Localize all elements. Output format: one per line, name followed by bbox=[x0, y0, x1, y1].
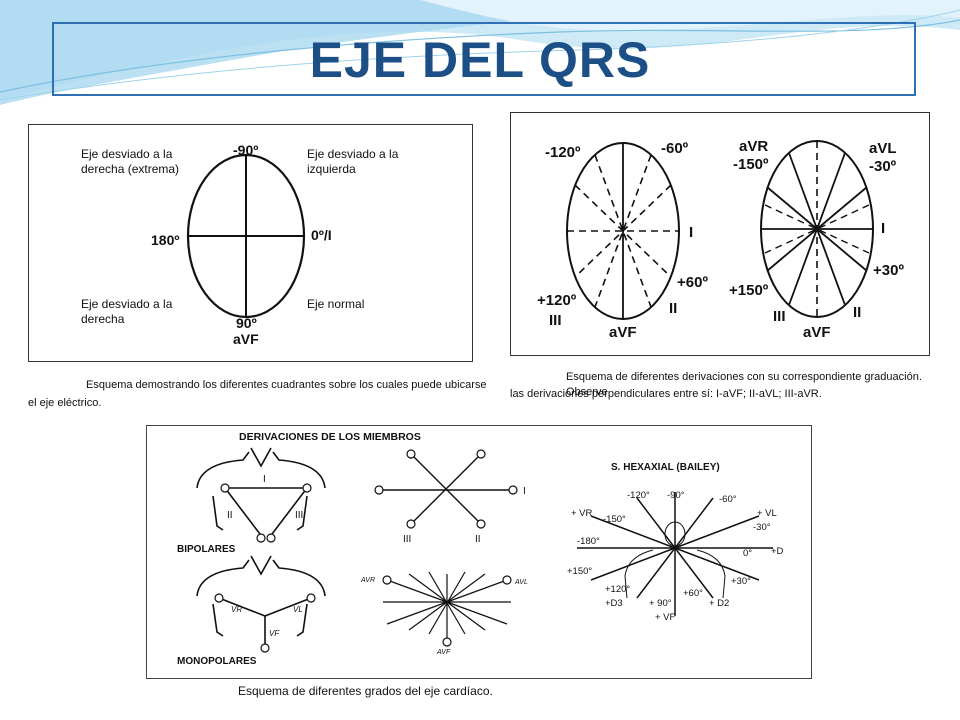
monopolar-torso-outline bbox=[196, 555, 326, 648]
hex-plus-d: +D bbox=[771, 546, 784, 557]
hex-0: 0° bbox=[743, 548, 752, 559]
label-plus-30: +30º bbox=[873, 262, 904, 279]
mono-label-vr: VR bbox=[231, 605, 242, 614]
leads-graduation-diagram: -120º -60º I +60º +120º III II aVF aVR -… bbox=[537, 138, 904, 341]
hex-minus-150: -150° bbox=[603, 514, 626, 525]
hex-minus-60: -60° bbox=[719, 494, 737, 505]
quadrant-diagram-panel: -90º 180º 0º/I 90º aVF Eje desviado a la… bbox=[28, 124, 473, 362]
label-plus-120: +120º bbox=[537, 292, 577, 309]
label-minus-120: -120º bbox=[545, 144, 581, 161]
quadrant-text-top-left: Eje desviado a la derecha (extrema) bbox=[81, 147, 180, 176]
hex-plus-30: +30° bbox=[731, 576, 751, 587]
label-avf: aVF bbox=[233, 331, 259, 347]
figure3-caption: Esquema de diferentes grados del eje car… bbox=[238, 684, 493, 698]
label-minus-150: -150º bbox=[733, 156, 769, 173]
lead-circle-a bbox=[566, 142, 680, 320]
bipolar-electrodes bbox=[220, 483, 312, 543]
limb-leads-panel: DERIVACIONES DE LOS MIEMBROS I II III BI… bbox=[146, 425, 812, 679]
bipolares-label: BIPOLARES bbox=[177, 544, 236, 555]
hex-plus-150: +150° bbox=[567, 566, 592, 577]
lead-circle-b bbox=[760, 140, 874, 318]
hex-plus-90: + 90° bbox=[649, 598, 672, 609]
label-I-b: I bbox=[881, 220, 885, 237]
label-minus-90: -90º bbox=[233, 142, 258, 158]
label-III-a: III bbox=[549, 312, 562, 329]
label-avl: aVL bbox=[869, 140, 897, 157]
leads-graduation-panel: -120º -60º I +60º +120º III II aVF aVR -… bbox=[510, 112, 930, 356]
quadrant-text-bottom-right: Eje normal bbox=[307, 297, 365, 311]
star-label-I: I bbox=[523, 486, 526, 497]
hex-vr: + VR bbox=[571, 508, 593, 519]
monopolares-label: MONOPOLARES bbox=[177, 656, 257, 667]
bipolar-axes-star bbox=[379, 453, 513, 525]
quadrant-diagram: -90º 180º 0º/I 90º aVF bbox=[151, 142, 332, 347]
hex-plus-d2: + D2 bbox=[709, 598, 729, 609]
label-avf-a: aVF bbox=[609, 324, 637, 341]
monopolar-axes-star bbox=[383, 571, 511, 640]
slide-title: EJE DEL QRS bbox=[309, 32, 651, 88]
label-avr: aVR bbox=[739, 138, 768, 155]
tri-label-II: II bbox=[227, 510, 233, 521]
hex-plus-60: +60° bbox=[683, 588, 703, 599]
hex-plus-120: +120° bbox=[605, 584, 630, 595]
mono-label-vl: VL bbox=[293, 605, 303, 614]
hexaxial-title: S. HEXAXIAL (BAILEY) bbox=[611, 462, 720, 473]
mono-label-vf: VF bbox=[269, 629, 280, 638]
monopolar-star-poles bbox=[382, 575, 512, 647]
label-90: 90º bbox=[236, 315, 257, 331]
label-I-a: I bbox=[689, 224, 693, 241]
bipolar-star-poles bbox=[374, 449, 518, 529]
label-II-b: II bbox=[853, 304, 861, 321]
hex-vl: + VL bbox=[757, 508, 777, 519]
star-label-avr: AVR bbox=[360, 577, 375, 584]
title-frame bbox=[52, 22, 916, 96]
figure1-caption-line1: Esquema demostrando los diferentes cuadr… bbox=[86, 379, 487, 391]
figure2-caption-line1: Esquema de diferentes derivaciones con s… bbox=[566, 371, 922, 398]
label-II-a: II bbox=[669, 300, 677, 317]
hex-minus-180: -180° bbox=[577, 536, 600, 547]
label-180: 180º bbox=[151, 232, 179, 248]
star-label-avl: AVL bbox=[514, 579, 528, 586]
quadrant-text-top-right: Eje desviado a la izquierda bbox=[307, 147, 399, 176]
label-0-I: 0º/I bbox=[311, 227, 332, 243]
bipolar-torso-outline bbox=[196, 447, 326, 539]
label-avf-b: aVF bbox=[803, 324, 831, 341]
limb-leads-heading: DERIVACIONES DE LOS MIEMBROS bbox=[239, 431, 421, 443]
label-III-b: III bbox=[773, 308, 786, 325]
star-label-II: II bbox=[475, 534, 481, 545]
label-minus-30: -30º bbox=[869, 158, 897, 175]
quadrant-text-bottom-left: Eje desviado a la derecha bbox=[81, 297, 173, 326]
star-label-avf: AVF bbox=[436, 649, 451, 656]
hexaxial-lines bbox=[577, 492, 773, 616]
label-plus-150: +150º bbox=[729, 282, 769, 299]
tri-label-I: I bbox=[263, 474, 266, 485]
label-minus-60: -60º bbox=[661, 140, 689, 157]
limb-leads-diagram: DERIVACIONES DE LOS MIEMBROS I II III BI… bbox=[177, 431, 784, 667]
figure1-caption-line2: el eje eléctrico. bbox=[28, 397, 102, 409]
label-plus-60: +60º bbox=[677, 274, 708, 291]
hex-plus-d3: +D3 bbox=[605, 598, 623, 609]
hex-plus-vf: + VF bbox=[655, 612, 676, 623]
hex-minus-120: -120° bbox=[627, 490, 650, 501]
monopolar-electrodes bbox=[214, 593, 316, 653]
tri-label-III: III bbox=[295, 510, 303, 521]
hex-minus-90: -90° bbox=[667, 490, 685, 501]
star-label-III: III bbox=[403, 534, 411, 545]
hex-minus-30: -30° bbox=[753, 522, 771, 533]
figure2-caption-line2: las derivaciones perpendiculares entre s… bbox=[510, 388, 822, 400]
